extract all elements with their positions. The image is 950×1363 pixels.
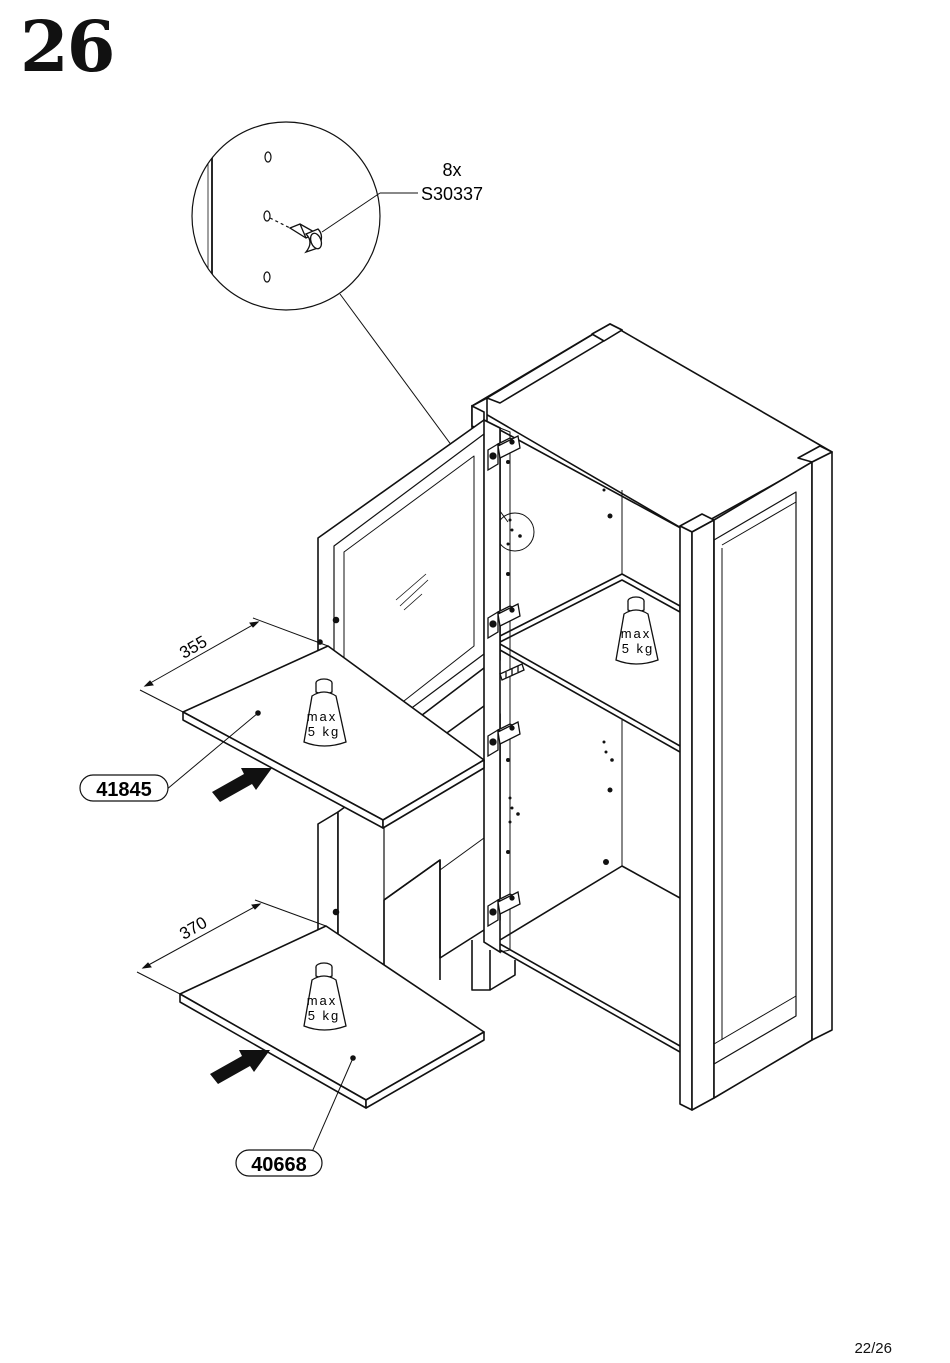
dimension-370 (136, 899, 327, 995)
shelf-41845-weight-value: 5 kg (308, 724, 341, 739)
detail-quantity: 8x (442, 160, 461, 180)
hinge-icon (487, 435, 525, 928)
side-panel-holes (506, 460, 522, 854)
shelf-41845-dimension: 355 (176, 632, 210, 663)
weight-icon (303, 962, 347, 1031)
detail-target-circle (495, 512, 535, 552)
shelf-41845-part-number: 41845 (96, 779, 152, 801)
callout-leader (321, 192, 381, 233)
insert-arrow-icon (210, 1050, 270, 1084)
shelf-41845-weight-max: max (307, 709, 338, 724)
cabinet (471, 323, 833, 1111)
insert-arrow-icon (212, 768, 272, 802)
shelf-40668-dimension: 370 (176, 913, 210, 944)
dimension-355 (139, 617, 329, 713)
weight-icon (615, 596, 659, 665)
shelf-40668-part-number: 40668 (251, 1154, 307, 1176)
part-leader (165, 712, 259, 791)
detail-magnifier (191, 121, 381, 311)
page-number: 22/26 (854, 1340, 892, 1357)
part-label-41845 (79, 774, 169, 802)
shelf-40668-weight-value: 5 kg (308, 1008, 341, 1023)
rear-panel-hardware (602, 488, 614, 865)
shelf-40668-weight-max: max (307, 993, 338, 1008)
part-label-40668 (235, 1149, 323, 1177)
door-stile (483, 418, 511, 954)
part-leader (311, 1057, 354, 1153)
cabinet-weight-value: 5 kg (622, 641, 655, 656)
cabinet-weight-max: max (621, 626, 652, 641)
weight-icon (303, 678, 347, 747)
shelf-pin-icon (288, 223, 323, 254)
detail-part-code: S30337 (421, 184, 483, 204)
step-number: 26 (20, 5, 115, 88)
